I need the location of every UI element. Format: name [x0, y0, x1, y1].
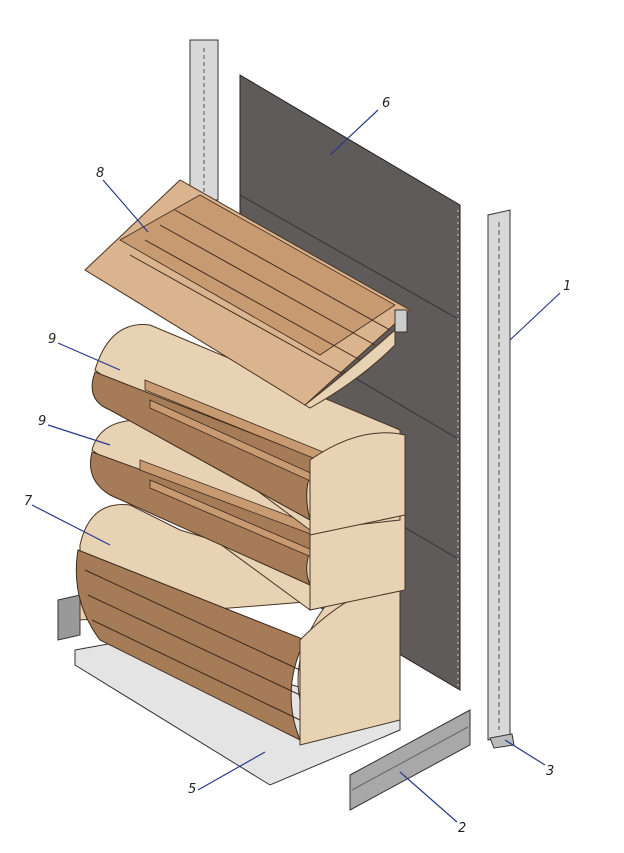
callout-8 [102, 179, 149, 233]
callout-7 [31, 504, 111, 546]
left-foot [57, 594, 81, 641]
callout-6 [329, 109, 379, 156]
callout-1 [509, 292, 561, 341]
label-8: 8 [96, 166, 104, 181]
left-upright [189, 39, 219, 201]
label-5: 5 [188, 782, 196, 797]
callout-2 [399, 771, 458, 823]
label-9-upper: 9 [48, 332, 56, 347]
label-1: 1 [563, 279, 571, 294]
callout-3 [504, 739, 546, 766]
callout-5 [197, 751, 266, 791]
kickplate [349, 709, 471, 811]
middle-shelf-lower [90, 419, 406, 611]
right-upright [487, 209, 515, 749]
label-9-lower: 9 [38, 414, 46, 429]
callout-9a [57, 342, 121, 371]
label-3: 3 [546, 764, 554, 779]
top-shelf [84, 179, 411, 409]
bottom-bin [75, 504, 401, 746]
label-2: 2 [458, 821, 466, 836]
middle-shelf-upper [91, 324, 406, 536]
label-7: 7 [24, 494, 33, 509]
callout-9b [47, 424, 111, 446]
label-6b: 6 [382, 96, 390, 111]
